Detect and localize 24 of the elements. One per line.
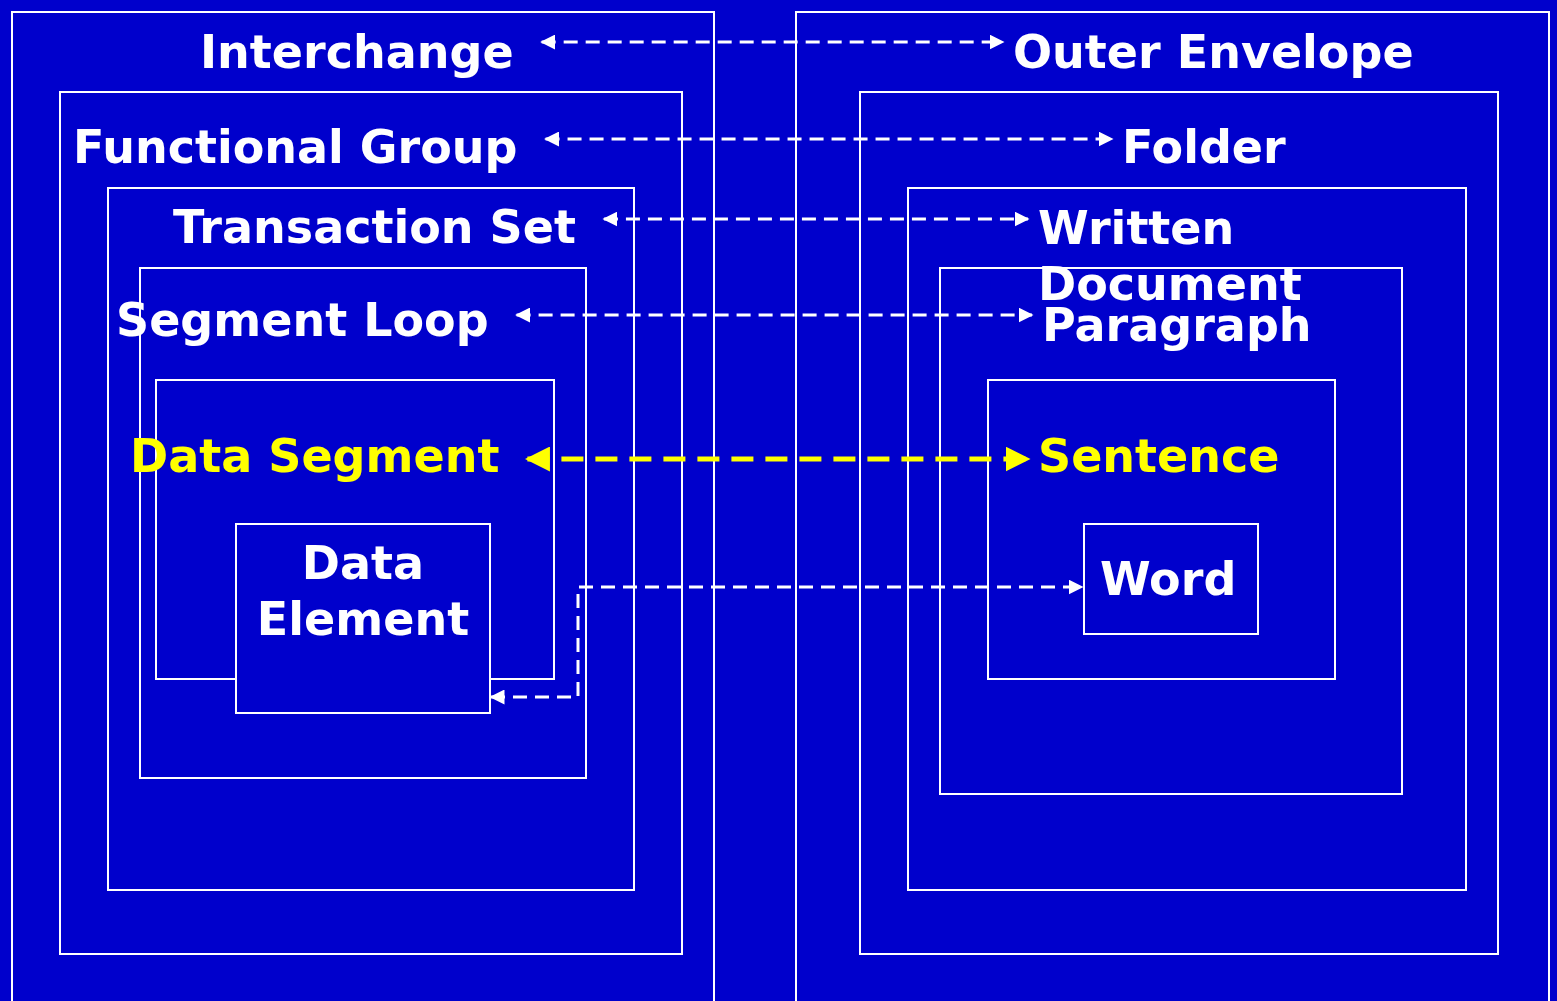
- double-arrow: [524, 446, 1031, 472]
- double-arrow: [540, 34, 1005, 50]
- double-arrow: [515, 307, 1034, 323]
- double-arrow: [602, 211, 1030, 227]
- box-title: Folder: [1122, 119, 1287, 175]
- double-arrow: [489, 579, 1084, 705]
- nested-box: [907, 187, 1467, 891]
- nested-box: [939, 267, 1403, 795]
- box-title: Word: [1100, 551, 1238, 607]
- box-title: Functional Group: [73, 119, 519, 175]
- nested-box: [795, 11, 1550, 1001]
- box-title: Transaction Set: [173, 199, 577, 255]
- nested-box: [107, 187, 635, 891]
- box-title: Interchange: [200, 24, 515, 80]
- nested-box: [59, 91, 683, 955]
- box-title: Sentence: [1038, 428, 1281, 484]
- double-arrow: [544, 131, 1114, 147]
- nested-box: [859, 91, 1499, 955]
- box-title: Outer Envelope: [1013, 24, 1415, 80]
- box-title: Data Element: [255, 535, 471, 647]
- nested-box: [1083, 523, 1259, 635]
- nested-box: [987, 379, 1336, 680]
- nested-box: [11, 11, 715, 1001]
- nested-box: [235, 523, 491, 714]
